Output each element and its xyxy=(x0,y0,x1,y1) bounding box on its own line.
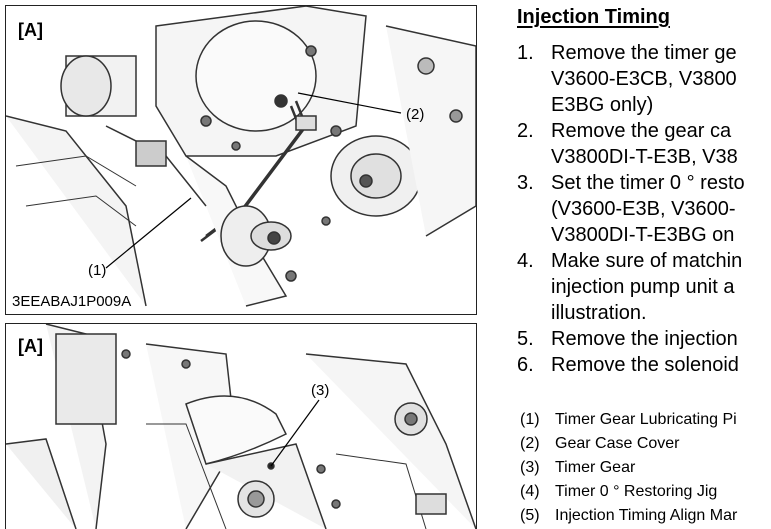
step-text: Make sure of matchin injection pump unit … xyxy=(551,248,742,326)
step-number: 3. xyxy=(517,172,534,194)
part-name: Timer 0 ° Restoring Jig xyxy=(555,483,718,500)
part-item: (3) Timer Gear xyxy=(520,456,771,480)
step-line: Remove the solenoid xyxy=(551,354,739,376)
step-line: V3600-E3CB, V3800 xyxy=(551,68,737,90)
part-number: (1) xyxy=(520,411,540,428)
part-name: Timer Gear Lubricating Pi xyxy=(555,411,737,428)
step-item: 4. Make sure of matchin injection pump uni… xyxy=(517,248,771,326)
part-item: (1) Timer Gear Lubricating Pi xyxy=(520,408,771,432)
step-text: Set the timer 0 ° resto (V3600-E3B, V3600… xyxy=(551,170,745,248)
step-item: 5. Remove the injection xyxy=(517,326,771,352)
part-number: (2) xyxy=(520,435,540,452)
step-line: Remove the timer ge xyxy=(551,42,737,64)
step-line: injection pump unit a xyxy=(551,276,735,298)
step-item: 2. Remove the gear ca V3800DI-T-E3B, V38 xyxy=(517,118,771,170)
step-item: 6. Remove the solenoid xyxy=(517,352,771,378)
step-number: 2. xyxy=(517,120,534,142)
step-line: V3800DI-T-E3BG on xyxy=(551,224,735,246)
step-line: illustration. xyxy=(551,302,647,324)
step-text: Remove the gear ca V3800DI-T-E3B, V38 xyxy=(551,118,738,170)
step-line: E3BG only) xyxy=(551,94,654,116)
engine-photo-bottom xyxy=(6,324,476,529)
part-item: (2) Gear Case Cover xyxy=(520,432,771,456)
figure-top: [A] (1) (2) 3EEABAJ1P009A xyxy=(5,5,477,315)
step-line: Remove the injection xyxy=(551,328,738,350)
part-name: Injection Timing Align Mar xyxy=(555,507,738,524)
step-number: 1. xyxy=(517,42,534,64)
callout-3: (3) xyxy=(311,382,330,399)
part-number: (3) xyxy=(520,459,540,476)
step-number: 6. xyxy=(517,354,534,376)
step-number: 5. xyxy=(517,328,534,350)
part-name: Timer Gear xyxy=(555,459,636,476)
figure-label: [A] xyxy=(18,20,43,40)
part-item: (5) Injection Timing Align Mar xyxy=(520,504,771,528)
part-name: Gear Case Cover xyxy=(555,435,680,452)
engine-photo-top xyxy=(6,6,476,307)
step-text: Remove the solenoid xyxy=(551,352,739,378)
step-line: Make sure of matchin xyxy=(551,250,743,272)
part-item: (4) Timer 0 ° Restoring Jig xyxy=(520,480,771,504)
step-text: Remove the injection xyxy=(551,326,738,352)
image-code: 3EEABAJ1P009A xyxy=(12,293,132,310)
step-line: V3800DI-T-E3B, V38 xyxy=(551,146,738,168)
step-line: (V3600-E3B, V3600- xyxy=(551,198,736,220)
step-line: Remove the gear ca xyxy=(551,120,732,142)
step-line: Set the timer 0 ° resto xyxy=(551,172,745,194)
figure-bottom: [A] (3) xyxy=(5,323,477,529)
section-title: Injection Timing xyxy=(517,6,670,28)
step-number: 4. xyxy=(517,250,534,272)
callout-1: (1) xyxy=(88,262,107,279)
part-number: (4) xyxy=(520,483,540,500)
part-number: (5) xyxy=(520,507,540,524)
figure-label: [A] xyxy=(18,336,43,356)
parts-legend: (1) Timer Gear Lubricating Pi (2) Gear Case… xyxy=(520,408,771,528)
step-item: 3. Set the timer 0 ° resto (V3600-E3B, V36… xyxy=(517,170,771,248)
callout-2: (2) xyxy=(406,106,425,123)
